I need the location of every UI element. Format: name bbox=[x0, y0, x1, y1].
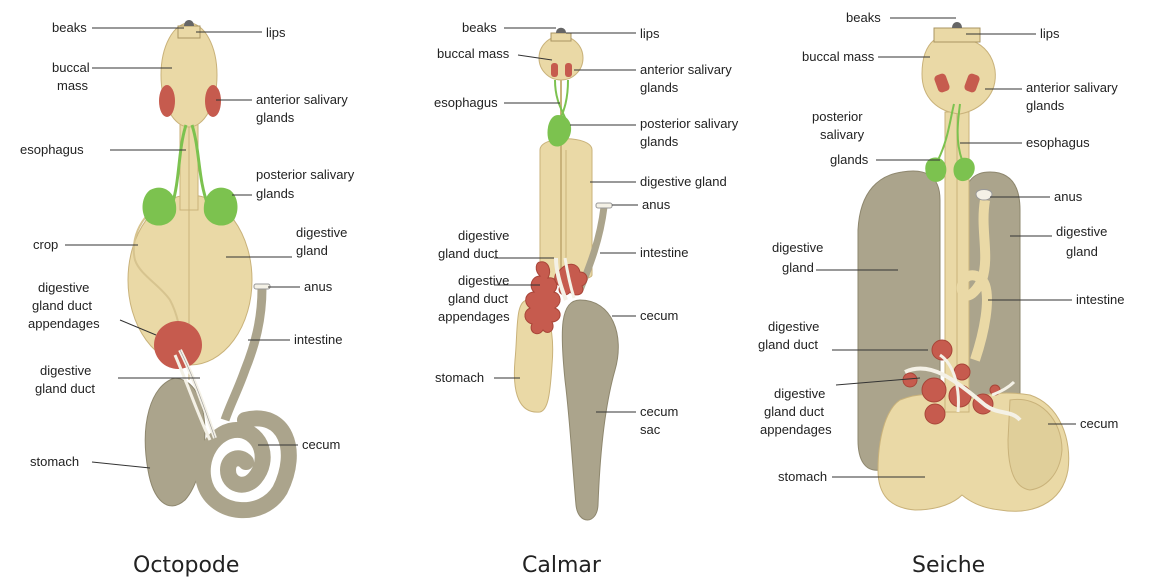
octopus-caption: Octopode bbox=[133, 553, 239, 578]
cuttlefish-label-anterior-salivary-2: glands bbox=[1026, 98, 1065, 113]
cuttlefish-label-posterior-salivary-1: posterior bbox=[812, 109, 863, 124]
octopus-label-crop: crop bbox=[33, 237, 58, 252]
cuttlefish-label-beaks: beaks bbox=[846, 10, 881, 25]
squid-label-cecum-sac-2: sac bbox=[640, 422, 661, 437]
cuttlefish-beak bbox=[952, 22, 962, 28]
octopus-anterior-salivary-gland-left bbox=[159, 85, 175, 117]
cuttlefish-label-anterior-salivary: anterior salivary bbox=[1026, 80, 1118, 95]
squid-label-digestive-gland: digestive gland bbox=[640, 174, 727, 189]
squid-label-esophagus: esophagus bbox=[434, 95, 498, 110]
squid-anterior-salivary-gland-right bbox=[565, 63, 572, 77]
octopus-label-anterior-salivary: anterior salivary bbox=[256, 92, 348, 107]
squid-label-posterior-salivary-2: glands bbox=[640, 134, 679, 149]
cuttlefish-label-intestine: intestine bbox=[1076, 292, 1124, 307]
squid-label-lips: lips bbox=[640, 26, 660, 41]
octopus-label-beaks: beaks bbox=[52, 20, 87, 35]
cuttlefish-label-digestive-gland-left-2: gland bbox=[782, 260, 814, 275]
squid-label-duct-1: digestive bbox=[458, 228, 509, 243]
octopus-label-appendages-1: digestive bbox=[38, 280, 89, 295]
cuttlefish-label-appendages-3: appendages bbox=[760, 422, 832, 437]
squid-beak bbox=[556, 28, 566, 33]
octopus-cecum bbox=[203, 418, 289, 510]
squid-label-appendages-1: digestive bbox=[458, 273, 509, 288]
octopus-label-cecum: cecum bbox=[302, 437, 340, 452]
octopus-label-anus: anus bbox=[304, 279, 333, 294]
octopus-label-digestive-gland: digestive bbox=[296, 225, 347, 240]
octopus-label-lips: lips bbox=[266, 25, 286, 40]
cuttlefish-label-duct-2: gland duct bbox=[758, 337, 818, 352]
squid-label-stomach: stomach bbox=[435, 370, 484, 385]
octopus-label-buccal-mass-2: mass bbox=[57, 78, 89, 93]
octopus-label-duct-2: gland duct bbox=[35, 381, 95, 396]
squid-label-buccal-mass: buccal mass bbox=[437, 46, 510, 61]
squid-caption: Calmar bbox=[522, 553, 602, 578]
squid-label-anus: anus bbox=[642, 197, 671, 212]
squid-label-appendages-2: gland duct bbox=[448, 291, 508, 306]
cuttlefish-label-esophagus: esophagus bbox=[1026, 135, 1090, 150]
octopus-stomach bbox=[145, 378, 205, 506]
octopus-label-stomach: stomach bbox=[30, 454, 79, 469]
octopus-label-intestine: intestine bbox=[294, 332, 342, 347]
cuttlefish-caption: Seiche bbox=[912, 553, 985, 578]
octopus-label-appendages-3: appendages bbox=[28, 316, 100, 331]
cuttlefish-label-duct-1: digestive bbox=[768, 319, 819, 334]
octopus-anterior-salivary-gland-right bbox=[205, 85, 221, 117]
octopus-diagram: beaks lips buccal mass anterior salivary… bbox=[20, 20, 355, 578]
octopus-beak bbox=[184, 20, 194, 26]
cuttlefish-posterior-salivary-gland-left bbox=[925, 158, 946, 182]
cuttlefish-label-lips: lips bbox=[1040, 26, 1060, 41]
cuttlefish-buccal-mass bbox=[922, 37, 995, 114]
cuttlefish-diagram: beaks lips buccal mass anterior salivary… bbox=[758, 10, 1124, 578]
cuttlefish-label-buccal-mass: buccal mass bbox=[802, 49, 875, 64]
octopus-label-posterior-salivary-2: glands bbox=[256, 186, 295, 201]
squid-label-cecum: cecum bbox=[640, 308, 678, 323]
octopus-label-posterior-salivary: posterior salivary bbox=[256, 167, 355, 182]
squid-label-appendages-3: appendages bbox=[438, 309, 510, 324]
squid-buccal-mass bbox=[539, 36, 583, 80]
octopus-label-buccal-mass: buccal bbox=[52, 60, 90, 75]
cuttlefish-label-anus: anus bbox=[1054, 189, 1083, 204]
squid-label-beaks: beaks bbox=[462, 20, 497, 35]
octopus-label-appendages-2: gland duct bbox=[32, 298, 92, 313]
cuttlefish-label-appendages-2: gland duct bbox=[764, 404, 824, 419]
octopus-label-anterior-salivary-2: glands bbox=[256, 110, 295, 125]
cuttlefish-label-posterior-salivary-3: glands bbox=[830, 152, 869, 167]
cuttlefish-label-posterior-salivary-2: salivary bbox=[820, 127, 865, 142]
octopus-label-digestive-gland-2: gland bbox=[296, 243, 328, 258]
cuttlefish-label-appendages-1: digestive bbox=[774, 386, 825, 401]
octopus-label-duct-1: digestive bbox=[40, 363, 91, 378]
squid-label-anterior-salivary: anterior salivary bbox=[640, 62, 732, 77]
squid-diagram: beaks lips buccal mass anterior salivary… bbox=[434, 20, 739, 578]
octopus-posterior-salivary-gland-right bbox=[204, 188, 238, 226]
octopus-posterior-salivary-gland-left bbox=[143, 188, 177, 226]
cuttlefish-label-digestive-gland-right-1: digestive bbox=[1056, 224, 1107, 239]
squid-label-posterior-salivary: posterior salivary bbox=[640, 116, 739, 131]
cuttlefish-label-cecum: cecum bbox=[1080, 416, 1118, 431]
cuttlefish-label-stomach: stomach bbox=[778, 469, 827, 484]
squid-anterior-salivary-gland-left bbox=[551, 63, 558, 77]
squid-label-cecum-sac-1: cecum bbox=[640, 404, 678, 419]
squid-label-intestine: intestine bbox=[640, 245, 688, 260]
squid-label-anterior-salivary-2: glands bbox=[640, 80, 679, 95]
cuttlefish-label-digestive-gland-left-1: digestive bbox=[772, 240, 823, 255]
squid-label-duct-2: gland duct bbox=[438, 246, 498, 261]
squid-cecum-sac bbox=[562, 300, 618, 520]
cuttlefish-label-digestive-gland-right-2: gland bbox=[1066, 244, 1098, 259]
octopus-label-esophagus: esophagus bbox=[20, 142, 84, 157]
